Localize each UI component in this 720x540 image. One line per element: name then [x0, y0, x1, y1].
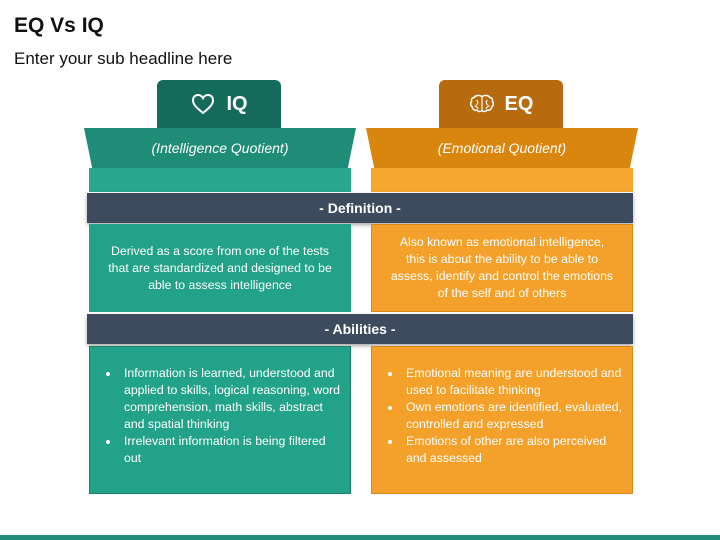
iq-strip	[89, 168, 351, 192]
page-subtitle: Enter your sub headline here	[14, 49, 233, 68]
iq-band-text: (Intelligence Quotient)	[151, 140, 289, 156]
definition-header: - Definition -	[87, 193, 633, 223]
iq-band: (Intelligence Quotient)	[84, 128, 356, 168]
page-title: EQ Vs IQ	[14, 14, 104, 37]
eq-tab-label: EQ	[504, 92, 534, 115]
eq-definition-box: Also known as emotional intelligence, th…	[371, 224, 633, 312]
abilities-header: - Abilities -	[87, 314, 633, 344]
eq-definition-text: Also known as emotional intelligence, th…	[390, 235, 614, 300]
iq-definition-text: Derived as a score from one of the tests…	[108, 243, 332, 292]
iq-tab-label: IQ	[226, 92, 248, 115]
eq-strip	[371, 168, 633, 192]
footer-divider	[0, 535, 720, 540]
list-item: Own emotions are identified, evaluated, …	[402, 399, 622, 433]
iq-tab: IQ	[157, 80, 281, 128]
list-item: Emotions of other are also perceived and…	[402, 433, 622, 467]
list-item: Emotional meaning are understood and use…	[402, 365, 622, 399]
definition-header-label: - Definition -	[319, 200, 401, 216]
iq-abilities-list: Information is learned, understood and a…	[100, 365, 340, 467]
eq-band-text: (Emotional Quotient)	[437, 140, 567, 156]
iq-definition-box: Derived as a score from one of the tests…	[89, 224, 351, 312]
heart-icon	[190, 93, 216, 115]
abilities-header-label: - Abilities -	[324, 321, 396, 337]
brain-icon	[469, 93, 495, 115]
eq-tab: EQ	[439, 80, 563, 128]
eq-abilities-list: Emotional meaning are understood and use…	[382, 365, 622, 467]
eq-band: (Emotional Quotient)	[366, 128, 638, 168]
list-item: Information is learned, understood and a…	[120, 365, 340, 433]
list-item: Irrelevant information is being filtered…	[120, 433, 340, 467]
iq-abilities-box: Information is learned, understood and a…	[89, 346, 351, 494]
eq-abilities-box: Emotional meaning are understood and use…	[371, 346, 633, 494]
